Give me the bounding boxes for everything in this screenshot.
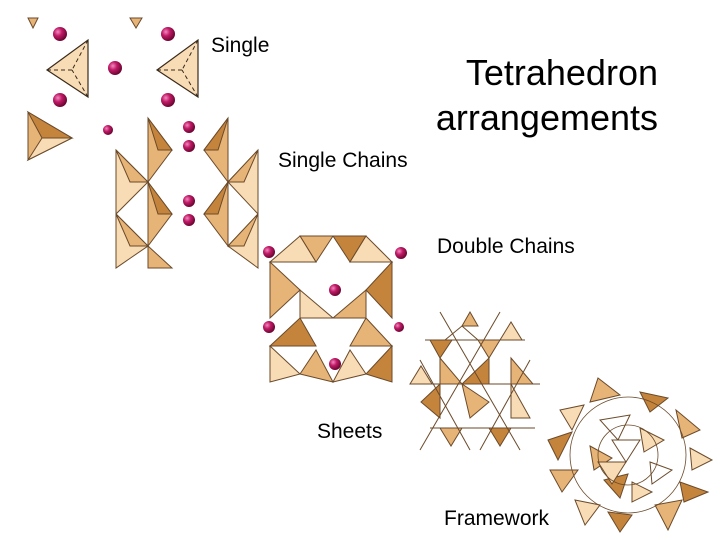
single-tetrahedron	[45, 38, 89, 99]
cation-atom	[263, 321, 275, 333]
cation-atom	[53, 27, 67, 41]
cation-atom	[183, 195, 195, 207]
single-tetrahedron	[155, 38, 199, 99]
cation-atom	[161, 27, 175, 41]
cation-atom	[329, 358, 341, 370]
tetrahedron-framework	[547, 377, 714, 533]
label-single: Single	[211, 34, 270, 57]
label-sheets: Sheets	[317, 420, 383, 443]
label-double-chains: Double Chains	[437, 235, 575, 258]
cation-atom	[329, 284, 341, 296]
cation-atom	[183, 121, 195, 133]
title-line: Tetrahedron	[465, 52, 658, 93]
double-chain-ring	[268, 235, 394, 383]
title-line: arrangements	[435, 97, 658, 138]
cation-atom	[263, 246, 275, 258]
cation-atom	[394, 322, 404, 332]
single-tetrahedron	[26, 110, 74, 162]
cation-atom	[183, 214, 195, 226]
tetrahedron-chain	[203, 116, 259, 269]
slide-title: Tetrahedron arrangements	[436, 50, 658, 140]
cation-atom	[183, 140, 195, 152]
double-chains-panel	[262, 228, 407, 386]
label-single-chains: Single Chains	[278, 149, 408, 172]
label-framework: Framework	[444, 507, 550, 530]
framework-panel	[547, 377, 714, 533]
cation-atom	[103, 125, 113, 135]
cation-atom	[53, 93, 67, 107]
sheets-panel	[405, 308, 545, 458]
single-panel	[26, 17, 199, 162]
tetrahedron-chain	[115, 116, 174, 269]
cation-atom	[161, 93, 175, 107]
cation-atom	[108, 61, 122, 75]
single-chains-panel	[103, 112, 268, 270]
cation-atom	[395, 247, 407, 259]
